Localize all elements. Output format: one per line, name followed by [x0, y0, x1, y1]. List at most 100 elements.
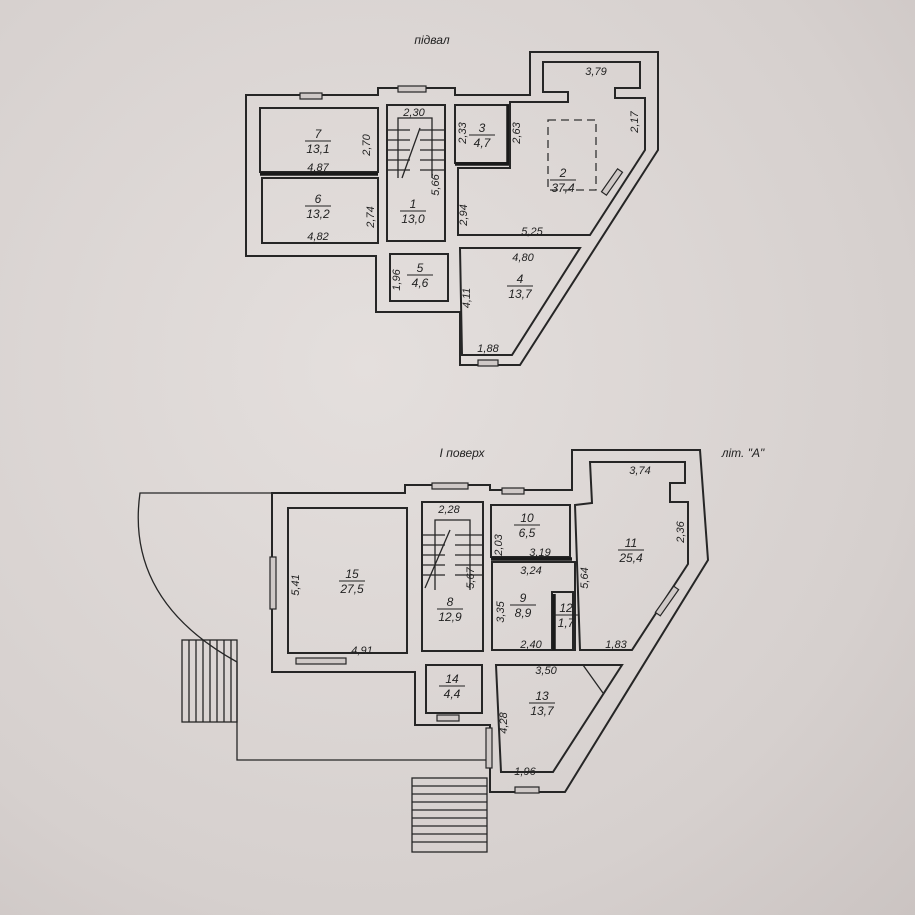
dimension-label: 3,74	[629, 465, 650, 477]
window	[397, 85, 427, 93]
basement-room-6	[261, 177, 379, 244]
floor1-room-number: 10	[520, 511, 534, 525]
dimension-label: 2,70	[361, 133, 373, 156]
basement-partition	[455, 105, 510, 166]
dimension-label: 1,96	[391, 268, 403, 290]
basement-staircase	[387, 117, 445, 179]
floor1-room-number: 11	[625, 536, 637, 550]
basement-room-number: 7	[315, 127, 323, 141]
floor1-room-area: 4,4	[444, 687, 461, 701]
floor1-room-11	[573, 461, 689, 651]
left-stairs	[181, 639, 238, 723]
floor1-room-area: 1,7	[558, 616, 576, 630]
dimension-label: 4,11	[461, 288, 473, 309]
dimension-label: 5,25	[521, 226, 543, 238]
window	[514, 786, 540, 794]
basement-room-number: 3	[479, 121, 486, 135]
dimension-label: 2,30	[402, 107, 425, 119]
window	[299, 92, 323, 100]
dimension-label: 2,28	[437, 504, 460, 516]
dimension-label: 3,79	[585, 66, 606, 78]
basement-room-area: 4,7	[474, 136, 492, 150]
dimension-label: 2,94	[458, 204, 470, 226]
window	[269, 556, 277, 610]
floor1-room-14	[425, 664, 483, 714]
floor1-room-area: 12,9	[438, 610, 462, 624]
dimension-label: 1,96	[514, 766, 536, 778]
basement-room-area: 13,0	[401, 212, 425, 226]
floor1-room-area: 27,5	[339, 582, 364, 596]
dimension-label: 3,50	[535, 665, 557, 677]
dimension-label: 2,36	[675, 520, 687, 543]
dimension-label: 5,66	[430, 173, 442, 195]
window	[654, 585, 680, 617]
dimension-label: 3,19	[529, 547, 550, 559]
dimension-label: 2,63	[511, 121, 523, 144]
floor1-room-area: 8,9	[515, 606, 532, 620]
dimension-label: 2,33	[457, 121, 469, 144]
floor1-room-number: 13	[535, 689, 549, 703]
floor1-room-12	[551, 591, 574, 651]
basement-title: підвал	[414, 33, 449, 47]
basement-room-number: 5	[417, 261, 424, 275]
floor1-title: І поверх	[440, 446, 486, 460]
basement-room-number: 6	[315, 192, 322, 206]
dimension-label: 5,41	[290, 574, 302, 595]
basement-room-number: 2	[559, 166, 567, 180]
dimension-label: 3,24	[520, 565, 541, 577]
floor1-room-number: 8	[447, 595, 454, 609]
basement-room-area: 13,7	[508, 287, 533, 301]
dimension-label: 4,91	[351, 645, 372, 657]
dimension-label: 4,28	[498, 711, 510, 733]
floor1-room-9	[491, 561, 576, 651]
window	[431, 482, 469, 490]
dimension-label: 2,03	[493, 533, 505, 556]
dimension-label: 2,17	[629, 110, 641, 133]
dimension-label: 4,82	[307, 231, 328, 243]
basement-stair-room-1	[386, 104, 446, 242]
window	[477, 359, 499, 367]
basement-room-5	[389, 253, 449, 302]
basement-room-number: 4	[517, 272, 524, 286]
basement-plan	[245, 51, 659, 367]
floor1-room-number: 14	[445, 672, 459, 686]
floor1-room-10	[490, 504, 571, 558]
floor1-room-number: 15	[345, 567, 359, 581]
dimension-label: 2,40	[519, 639, 542, 651]
floor1-staircase	[422, 519, 483, 590]
floor1-room-number: 9	[520, 591, 527, 605]
dimension-label: 5,64	[579, 567, 591, 588]
building-letter-label: літ. "А"	[721, 446, 765, 460]
basement-room-4	[458, 247, 582, 356]
basement-room-area: 37,4	[551, 181, 575, 195]
dimension-label: 5,67	[465, 566, 477, 588]
dimension-label: 4,80	[512, 252, 534, 264]
dimension-label: 3,35	[495, 600, 507, 622]
window	[295, 657, 347, 665]
floor1-room-number: 12	[559, 601, 573, 615]
floor1-room-area: 13,7	[530, 704, 555, 718]
dimension-label: 1,88	[477, 343, 499, 355]
entrance-stairs	[411, 777, 488, 853]
partition	[582, 664, 604, 694]
basement-room-area: 4,6	[412, 276, 429, 290]
window	[485, 727, 493, 769]
dimension-label: 4,87	[307, 162, 329, 174]
floor1-room-area: 6,5	[519, 526, 536, 540]
basement-dashed-area	[547, 119, 597, 191]
basement-room-area: 13,2	[306, 207, 330, 221]
floor1-room-area: 25,4	[618, 551, 643, 565]
first-floor-plan	[137, 449, 710, 853]
terrace-outline	[137, 492, 490, 761]
floor1-stair-room-8	[421, 501, 484, 652]
window	[501, 487, 525, 495]
basement-room-7	[259, 107, 379, 173]
basement-room-2	[457, 61, 646, 236]
floor1-room-15	[287, 507, 408, 654]
floor1-room-13	[494, 664, 624, 773]
window	[600, 167, 624, 197]
window	[436, 714, 460, 722]
dimension-label: 1,83	[605, 639, 627, 651]
